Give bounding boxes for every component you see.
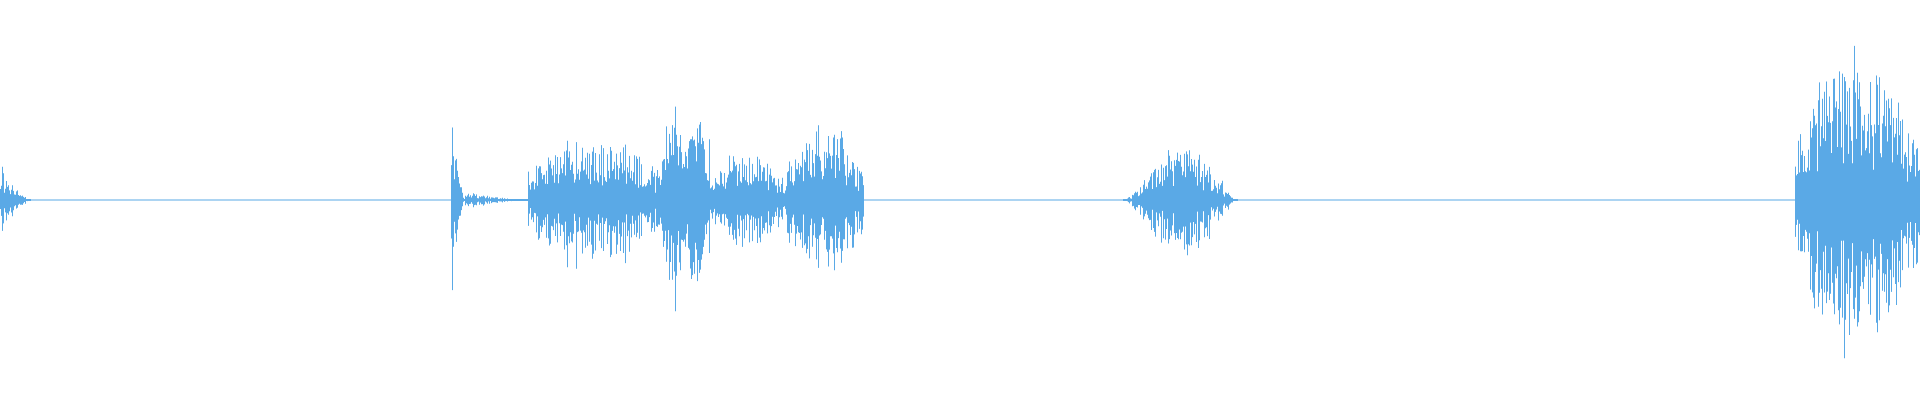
- waveform-path: [0, 45, 1920, 359]
- waveform-signal: [0, 45, 1920, 359]
